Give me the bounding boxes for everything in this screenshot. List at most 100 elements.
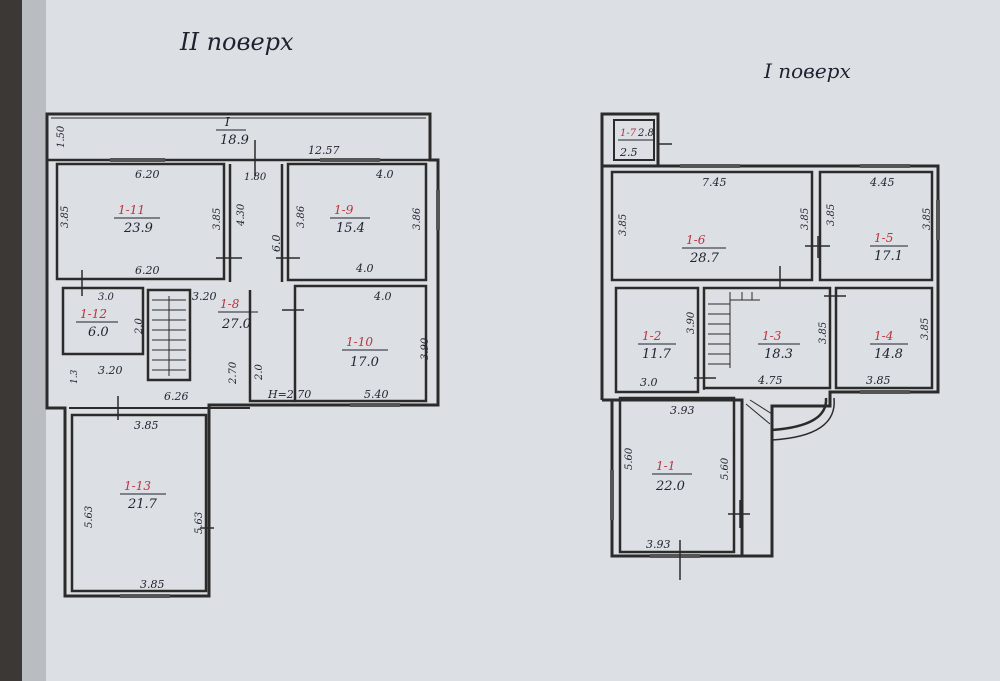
room-1-7-area: 2.8 <box>637 128 654 139</box>
dim-7-45: 7.45 <box>702 176 727 189</box>
strip-area: 18.9 <box>220 133 249 148</box>
room-1-6-walls <box>610 170 814 282</box>
floor-2-windows <box>110 158 440 598</box>
dim-12-57: 12.57 <box>308 144 340 157</box>
room-1-3-id: 1-3 <box>762 329 782 343</box>
room-1-8-id: 1-8 <box>220 297 240 311</box>
room-1-13-area: 21.7 <box>127 497 158 512</box>
room-1-5-area: 17.1 <box>874 249 903 264</box>
dim-6-20-bottom: 6.20 <box>135 264 160 277</box>
floor-2-plan <box>45 112 440 598</box>
dim-3-86-left: 3.86 <box>296 205 307 228</box>
dim-3-90: 3.90 <box>420 337 431 360</box>
dim-3-85-room4-bottom: 3.85 <box>866 374 891 387</box>
room-1-1-id: 1-1 <box>656 459 675 473</box>
dim-3-86-right: 3.86 <box>412 207 423 230</box>
room-1-5-walls <box>818 170 934 282</box>
floor-1-stair <box>708 292 760 368</box>
room-1-13-id: 1-13 <box>124 479 151 493</box>
dim-1-50: 1.50 <box>56 125 67 148</box>
dim-2-5: 2.5 <box>619 146 638 159</box>
floor-2-title: II поверх <box>179 28 294 56</box>
dim-5-60-left: 5.60 <box>624 447 635 470</box>
room-1-4-area: 14.8 <box>874 347 903 362</box>
room-1-2-id: 1-2 <box>642 329 661 343</box>
floor-1-plan <box>600 112 940 580</box>
strip-label: I <box>224 115 230 129</box>
room-1-9-walls <box>286 162 428 282</box>
dim-3-85-room11: 3.85 <box>60 206 71 228</box>
dim-1-3: 1.3 <box>70 369 80 384</box>
dim-3-20-lower: 3.20 <box>98 364 123 377</box>
dim-4-75: 4.75 <box>757 374 783 387</box>
floor-1-door-ticks <box>658 143 846 580</box>
corridor-walls <box>146 164 295 403</box>
floor-2-stair <box>152 296 186 376</box>
room-1-9-area: 15.4 <box>336 221 365 236</box>
floor-2-door-ticks <box>81 140 304 529</box>
room-1-9-id: 1-9 <box>334 203 354 217</box>
dim-4-45: 4.45 <box>869 176 895 189</box>
dim-4-30: 4.30 <box>236 203 247 227</box>
room-1-3-area: 18.3 <box>764 347 793 362</box>
room-1-8-area: 27.0 <box>221 317 251 332</box>
dim-2-0-room12: 2.0 <box>134 317 145 335</box>
room-1-13-walls <box>70 413 208 593</box>
dim-4-0-room9-top: 4.0 <box>375 168 394 181</box>
room-1-1-walls <box>618 396 736 554</box>
dim-3-90-floor1: 3.90 <box>686 311 697 334</box>
room-1-4-id: 1-4 <box>874 329 893 343</box>
dim-3-0: 3.0 <box>98 292 115 303</box>
room-1-10-id: 1-10 <box>346 335 373 349</box>
room-1-3-walls <box>702 286 832 390</box>
room-1-1-area: 22.0 <box>655 479 685 494</box>
dim-3-85-room4-right: 3.85 <box>920 318 931 340</box>
dim-5-40: 5.40 <box>364 388 389 401</box>
dim-3-93-bottom: 3.93 <box>646 538 671 551</box>
dim-6-20-top: 6.20 <box>135 168 160 181</box>
room-1-7-id: 1-7 <box>620 128 637 139</box>
dim-2-70: 2.70 <box>228 361 239 385</box>
room-1-4-walls <box>834 286 934 390</box>
dim-5-60-right: 5.60 <box>720 457 731 480</box>
dim-3-85-room5-left: 3.85 <box>826 204 837 226</box>
dim-3-0-floor1: 3.0 <box>640 376 658 389</box>
dim-3-85-room6-right: 3.85 <box>800 208 811 230</box>
dim-5-63-right: 5.63 <box>194 512 205 534</box>
dim-3-85-room6-left: 3.85 <box>618 214 629 236</box>
room-1-2-area: 11.7 <box>642 347 672 362</box>
dim-4-0-room10-top: 4.0 <box>373 290 392 303</box>
dim-height: H=2.70 <box>267 388 311 401</box>
porch-steps <box>745 399 773 425</box>
room-1-6-area: 28.7 <box>689 251 720 266</box>
room-1-2-walls <box>614 286 700 394</box>
dim-4-0-room9-bottom: 4.0 <box>355 262 374 275</box>
dim-3-85-room3-right: 3.85 <box>818 322 829 344</box>
floor-1-title: I поверх <box>763 59 851 83</box>
dim-3-85-room11-right: 3.85 <box>212 208 223 230</box>
dim-3-85-room5-right: 3.85 <box>922 208 933 230</box>
floor-1-outer-wall <box>602 164 940 558</box>
dim-3-93-top: 3.93 <box>670 404 695 417</box>
paper-shadow <box>22 0 46 681</box>
dim-6-26: 6.26 <box>164 390 189 403</box>
dim-3-85-room13-top: 3.85 <box>134 419 159 432</box>
porch-arc <box>771 397 828 432</box>
dim-6-0: 6.0 <box>270 235 283 253</box>
room-1-11-walls <box>55 162 226 281</box>
dim-3-20-corridor: 3.20 <box>192 290 217 303</box>
room-1-6-id: 1-6 <box>686 233 706 247</box>
dim-1-80: 1.80 <box>244 172 267 183</box>
dim-3-85-room13-bottom: 3.85 <box>140 578 165 591</box>
room-1-11-id: 1-11 <box>118 203 145 217</box>
floor-2-outer-wall <box>45 112 440 598</box>
porch-arc-inner <box>771 397 835 441</box>
room-1-12-area: 6.0 <box>88 325 109 340</box>
room-1-12-walls <box>61 286 145 356</box>
dim-5-63-left: 5.63 <box>84 506 95 528</box>
room-1-5-id: 1-5 <box>874 231 893 245</box>
floor-1-windows <box>610 164 940 558</box>
room-1-10-walls <box>293 284 428 403</box>
dim-2-0-room10: 2.0 <box>254 363 265 381</box>
